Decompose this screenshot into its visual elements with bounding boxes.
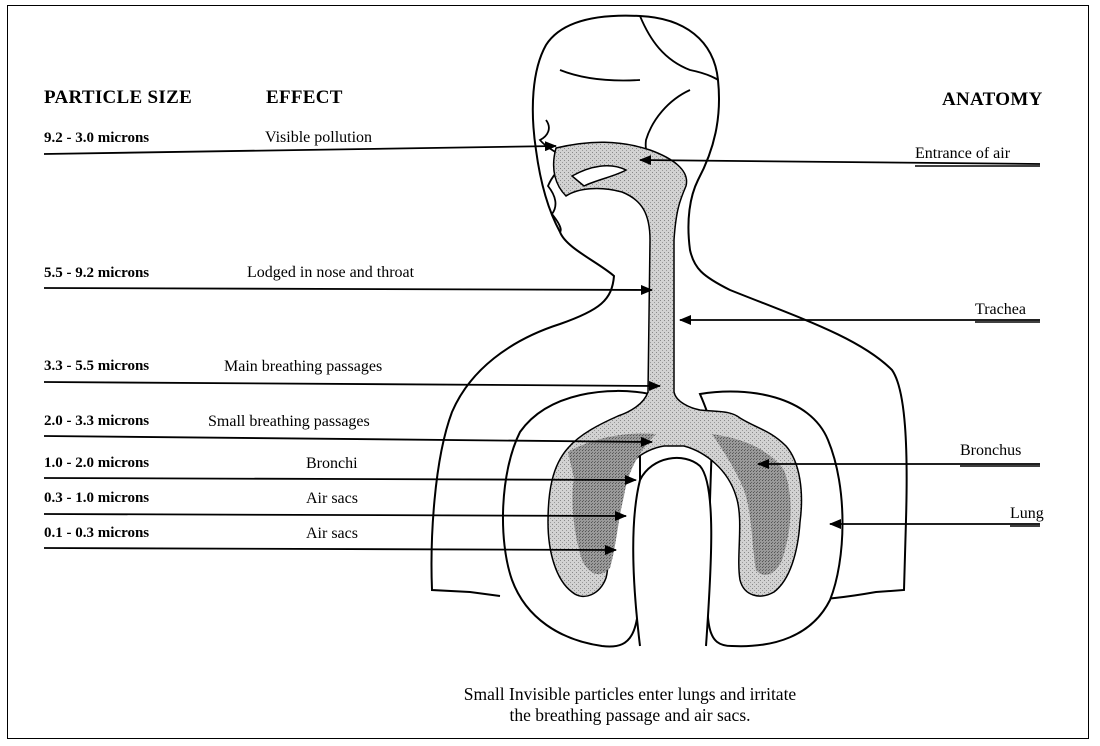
anatomy-entrance-of-air: Entrance of air (915, 146, 1010, 162)
header-effect: EFFECT (266, 88, 343, 107)
header-anatomy: ANATOMY (942, 90, 1043, 109)
effect-label: Bronchi (306, 456, 358, 472)
anatomy-lung: Lung (1010, 506, 1044, 522)
effect-label: Main breathing passages (224, 359, 382, 375)
size-label: 9.2 - 3.0 microns (44, 131, 149, 146)
size-label: 1.0 - 2.0 microns (44, 456, 149, 471)
caption: Small Invisible particles enter lungs an… (400, 684, 860, 726)
caption-line-2: the breathing passage and air sacs. (400, 705, 860, 726)
arrow-row-2 (44, 288, 652, 290)
arrow-row-1 (44, 146, 556, 154)
size-label: 0.3 - 1.0 microns (44, 491, 149, 506)
anatomy-bronchus: Bronchus (960, 443, 1021, 459)
size-label: 2.0 - 3.3 microns (44, 414, 149, 429)
effect-label: Visible pollution (265, 130, 372, 146)
effect-label: Air sacs (306, 491, 358, 507)
caption-line-1: Small Invisible particles enter lungs an… (400, 684, 860, 705)
anatomy-trachea: Trachea (975, 302, 1026, 318)
effect-label: Air sacs (306, 526, 358, 542)
arrow-row-3 (44, 382, 660, 386)
size-label: 0.1 - 0.3 microns (44, 526, 149, 541)
effect-label: Small breathing passages (208, 414, 370, 430)
size-label: 5.5 - 9.2 microns (44, 266, 149, 281)
effect-label: Lodged in nose and throat (247, 265, 414, 281)
header-particle-size: PARTICLE SIZE (44, 88, 192, 107)
size-label: 3.3 - 5.5 microns (44, 359, 149, 374)
